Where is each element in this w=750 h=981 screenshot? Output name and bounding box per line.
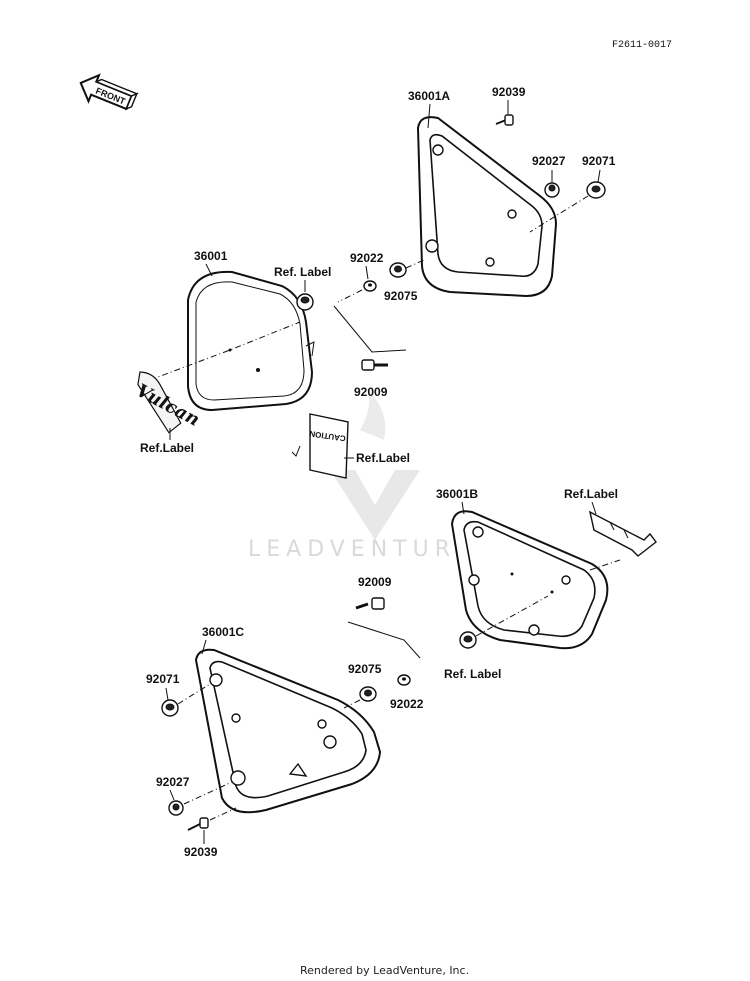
part-92075-top-label: 92075 (384, 289, 418, 303)
drawing-code: F2611-0017 (612, 40, 672, 51)
side-cover-36001b (450, 510, 609, 650)
part-36001-label: 36001 (194, 249, 228, 263)
ref-label-right: Ref.Label (564, 487, 618, 501)
part-36001a-label: 36001A (408, 89, 450, 103)
pin-92039-bottom (187, 817, 209, 831)
part-36001b-label: 36001B (436, 487, 478, 501)
footer-credit: Rendered by LeadVenture, Inc. (300, 964, 469, 977)
grommet-92071-top (586, 181, 606, 199)
part-92009-top-label: 92009 (354, 385, 388, 399)
grommet-92075-bottom (359, 686, 377, 702)
label-bracket-ref (588, 510, 657, 557)
part-92009-bottom-label: 92009 (358, 575, 392, 589)
part-92039-top-label: 92039 (492, 85, 526, 99)
watermark-logo-icon (330, 390, 420, 540)
collar-92027-bottom (168, 800, 184, 816)
grommet-92071-bottom (161, 699, 179, 717)
side-cover-frame-36001c (194, 648, 382, 814)
part-92022-top-label: 92022 (350, 251, 384, 265)
part-92039-bottom-label: 92039 (184, 845, 218, 859)
grommet-bottom-ref (459, 631, 477, 649)
side-cover-36001 (187, 270, 314, 412)
part-92027-bottom-label: 92027 (156, 775, 190, 789)
ref-label-emblem: Ref.Label (140, 441, 194, 455)
part-92071-bottom-label: 92071 (146, 672, 180, 686)
front-arrow-icon: FRONT (79, 73, 139, 111)
grommet-92075-top (389, 262, 407, 278)
watermark-text: LEADVENTURE (248, 537, 476, 562)
ref-label-cover: Ref. Label (274, 265, 331, 279)
pin-92039-top (495, 114, 514, 126)
part-92071-top-label: 92071 (582, 154, 616, 168)
collar-92027-top (544, 182, 560, 198)
part-92022-bottom-label: 92022 (390, 697, 424, 711)
bolt-92009-bottom (355, 597, 385, 610)
part-92027-top-label: 92027 (532, 154, 566, 168)
part-36001c-label: 36001C (202, 625, 244, 639)
grommet-cover-ref (296, 293, 314, 311)
washer-92022-top (363, 280, 377, 292)
side-cover-frame-36001a (416, 116, 558, 298)
caution-label: CAUTION (309, 413, 349, 479)
ref-label-caution: Ref.Label (356, 451, 410, 465)
bolt-92009-top (361, 359, 388, 371)
washer-92022-bottom (397, 674, 411, 686)
ref-label-bottom: Ref. Label (444, 667, 501, 681)
part-92075-bottom-label: 92075 (348, 662, 382, 676)
